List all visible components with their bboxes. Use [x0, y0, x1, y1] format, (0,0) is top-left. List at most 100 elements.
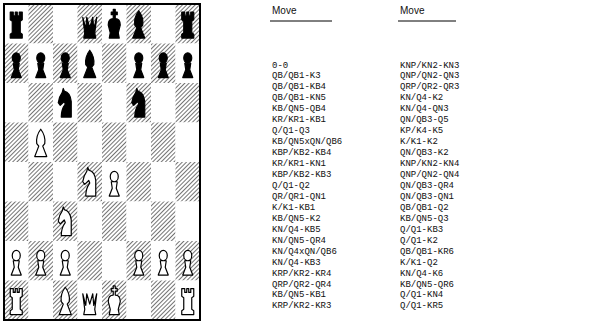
- move-text: QB/QB1-K3: [272, 72, 321, 81]
- move-text: K/K1-Q2: [400, 259, 438, 268]
- move-text: KR/KR1-KB1: [272, 116, 326, 125]
- board-square: [4, 4, 29, 44]
- board-square: [102, 44, 127, 84]
- board-square: [4, 83, 29, 123]
- white-piece: [58, 207, 71, 236]
- board-square: [151, 281, 176, 321]
- board-square: [127, 281, 152, 321]
- black-piece: [158, 53, 168, 78]
- board-square: [29, 281, 54, 321]
- board-square: [4, 123, 29, 163]
- black-piece: [134, 53, 144, 78]
- move-text: QN/QB3-QR4: [400, 182, 454, 191]
- board-square: [29, 202, 54, 242]
- move-text: QR/QR1-QN1: [272, 193, 326, 202]
- move-text: KR/KR1-KN1: [272, 160, 326, 169]
- move-text: KN/Q4-K6: [400, 270, 443, 279]
- board-square: [53, 202, 78, 242]
- board-square: [176, 241, 201, 281]
- board-square: [4, 241, 29, 281]
- board-square: [151, 4, 176, 44]
- board-square: [4, 44, 29, 84]
- white-piece: [35, 129, 47, 156]
- move-text: Q/Q1-K2: [400, 237, 438, 246]
- black-piece: [133, 11, 145, 38]
- white-piece: [83, 294, 97, 315]
- black-piece: [83, 17, 97, 38]
- board-square: [176, 83, 201, 123]
- move-text: QNP/QN2-QN3: [400, 72, 459, 81]
- black-piece: [60, 53, 70, 78]
- move-text: QB/QB1-Q2: [400, 204, 449, 213]
- black-piece: [36, 53, 46, 78]
- board-square: [176, 281, 201, 321]
- move-text: KB/QN5-KB1: [272, 291, 326, 300]
- board-square: [151, 44, 176, 84]
- board-square: [53, 123, 78, 163]
- move-text: KB/QN5-QR6: [400, 281, 454, 290]
- header-underline: [270, 21, 332, 22]
- board-square: [176, 202, 201, 242]
- white-piece: [10, 289, 22, 315]
- black-piece: [132, 88, 145, 117]
- board-square: [102, 202, 127, 242]
- board-square: [78, 241, 103, 281]
- board-square: [151, 83, 176, 123]
- board-square: [78, 83, 103, 123]
- move-text: KNP/KN2-KN3: [400, 62, 459, 71]
- move-text: KBP/KB2-KB3: [272, 171, 331, 180]
- move-text: KNP/KN2-KN4: [400, 160, 459, 169]
- board-square: [102, 83, 127, 123]
- board-square: [127, 162, 152, 202]
- board-square: [127, 123, 152, 163]
- move-text: K/K1-K2: [400, 138, 438, 147]
- board-square: [151, 202, 176, 242]
- white-piece: [108, 286, 120, 315]
- board-square: [78, 281, 103, 321]
- move-text: KRP/KR2-KR4: [272, 270, 331, 279]
- board-square: [53, 281, 78, 321]
- move-text: KN/Q4-K2: [400, 94, 443, 103]
- column-header: Move: [400, 6, 424, 16]
- board-square: [102, 123, 127, 163]
- white-piece: [183, 250, 193, 275]
- board-square: [127, 202, 152, 242]
- board-square: [29, 83, 54, 123]
- move-text: Q/Q1-KB3: [400, 226, 443, 235]
- move-text: QB/QB1-KB4: [272, 83, 326, 92]
- board-square: [53, 44, 78, 84]
- move-text: KB/QN5-QB4: [272, 105, 326, 114]
- board-square: [53, 4, 78, 44]
- move-text: Q/Q1-KN4: [400, 291, 443, 300]
- board-square: [78, 202, 103, 242]
- black-piece: [183, 53, 193, 78]
- board-square: [102, 241, 127, 281]
- white-piece: [109, 171, 119, 196]
- move-text: KN/QN5-QR4: [272, 237, 326, 246]
- board-square: [176, 162, 201, 202]
- board-square: [29, 4, 54, 44]
- header-underline: [398, 21, 456, 22]
- board-square: [78, 44, 103, 84]
- move-text: QRP/QR2-QR3: [400, 83, 459, 92]
- white-piece: [36, 250, 46, 275]
- board-square: [4, 202, 29, 242]
- white-piece: [182, 289, 194, 315]
- board-square: [102, 162, 127, 202]
- board-square: [102, 4, 127, 44]
- move-text: KRP/KR2-KR3: [272, 302, 331, 311]
- column-header: Move: [272, 6, 296, 16]
- board-square: [151, 162, 176, 202]
- board-square: [151, 241, 176, 281]
- move-text: Q/Q1-Q2: [272, 182, 310, 191]
- move-text: Q/Q1-KR5: [400, 302, 443, 311]
- move-text: KB/QN5xQN/QB6: [272, 138, 342, 147]
- board-square: [78, 123, 103, 163]
- black-piece: [108, 9, 120, 38]
- black-piece: [58, 88, 71, 117]
- board-squares: [4, 4, 200, 320]
- board-square: [176, 4, 201, 44]
- board-square: [127, 4, 152, 44]
- board-square: [176, 44, 201, 84]
- move-text: KN/Q4-QN3: [400, 105, 449, 114]
